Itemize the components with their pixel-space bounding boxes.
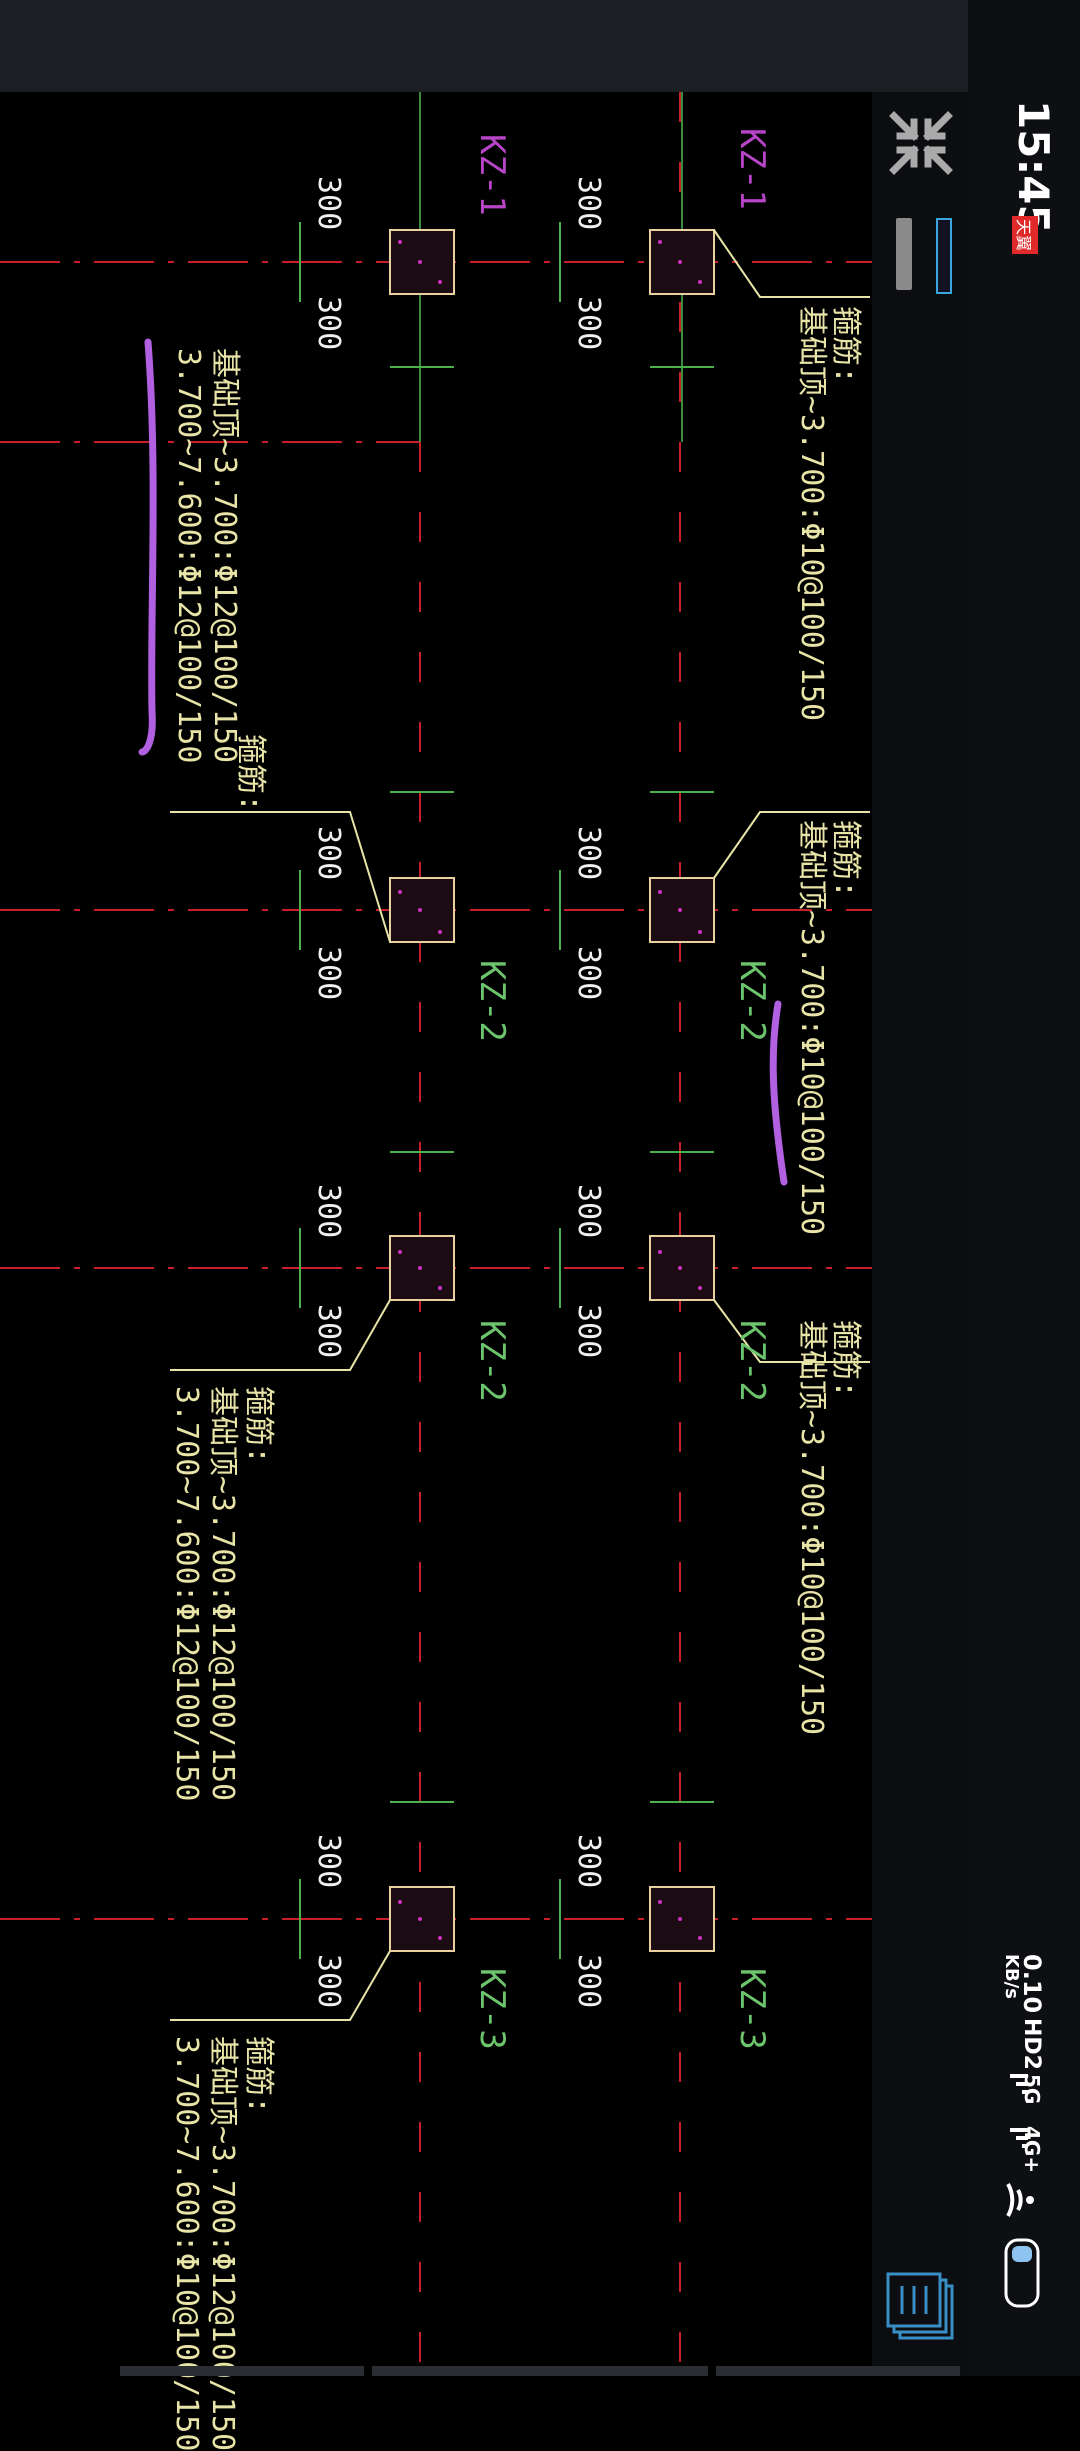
dimension-lines xyxy=(299,222,714,1959)
collapse-arrows-icon xyxy=(889,111,953,175)
column-label-kz2: KZ-2 xyxy=(472,960,512,1042)
toggle-bar-blue xyxy=(936,218,952,294)
signal-bars-icon xyxy=(1010,2074,1028,2148)
stirrup-title: 箍筋: xyxy=(241,1386,276,1465)
dimension-text: 300 xyxy=(311,1304,346,1359)
column-label-kz1: KZ-1 xyxy=(472,134,512,216)
stirrup-title: 箍筋: xyxy=(241,2036,276,2115)
battery-icon xyxy=(1004,2238,1040,2308)
column-label-kz2: KZ-2 xyxy=(732,960,772,1042)
status-bar xyxy=(968,0,1080,2376)
highlighter-strokes xyxy=(138,338,788,1186)
rebar-dots xyxy=(398,240,702,1940)
stirrup-note: 箍筋: 基础顶~3.700:Φ10@100/150 xyxy=(794,306,863,722)
dimension-text: 300 xyxy=(571,946,606,1001)
stirrup-line: 3.700~7.600:Φ12@100/150 xyxy=(169,1386,204,1802)
top-band xyxy=(0,0,968,92)
stirrup-line: 3.700~7.600:Φ12@100/150 xyxy=(171,348,206,764)
toggle-bar-gray xyxy=(896,218,912,290)
column-box xyxy=(649,877,715,943)
dimension-text: 300 xyxy=(311,1184,346,1239)
clock: 15:45 xyxy=(1009,100,1058,234)
nav-bar-segment[interactable] xyxy=(120,2366,364,2376)
dimension-text: 300 xyxy=(571,826,606,881)
axis-lines xyxy=(0,261,872,1920)
stirrup-title: 箍筋: xyxy=(233,734,268,813)
dimension-text: 300 xyxy=(571,176,606,231)
column-group xyxy=(389,229,715,1952)
stirrup-note: 箍筋: 基础顶~3.700:Φ12@100/150 3.700~7.600:Φ1… xyxy=(168,1386,276,1801)
wifi-icon xyxy=(1006,2183,1034,2217)
leader-lines xyxy=(170,229,870,2021)
column-label-kz2: KZ-2 xyxy=(472,1320,512,1402)
layers-button[interactable] xyxy=(886,2272,958,2344)
stirrup-line: 3.700~7.600:Φ10@100/150 xyxy=(169,2036,204,2451)
stirrup-line: 基础顶~3.700:Φ12@100/150 xyxy=(207,348,242,764)
nav-bar-segment[interactable] xyxy=(716,2366,960,2376)
grid-lines xyxy=(419,92,683,442)
axis-verticals xyxy=(419,92,681,2376)
hd-badge: HD2 xyxy=(1019,2018,1044,2070)
carrier-badge: 天翼 xyxy=(1012,216,1038,255)
dimension-text: 300 xyxy=(571,1184,606,1239)
dimension-text: 300 xyxy=(571,296,606,351)
dimension-text: 300 xyxy=(311,176,346,231)
dimension-text: 300 xyxy=(571,1304,606,1359)
stirrup-line: 基础顶~3.700:Φ10@100/150 xyxy=(794,306,829,722)
dimension-text: 300 xyxy=(571,1834,606,1889)
dimension-text: 300 xyxy=(311,826,346,881)
nav-bar-segment[interactable] xyxy=(372,2366,708,2376)
dimension-text: 300 xyxy=(311,296,346,351)
column-label-kz3: KZ-3 xyxy=(732,1968,772,2050)
stirrup-title: 箍筋: xyxy=(828,1320,863,1399)
stirrup-line: 基础顶~3.700:Φ12@100/150 xyxy=(205,2036,240,2451)
dimension-text: 300 xyxy=(311,946,346,1001)
net-speed-unit: KB/s xyxy=(1001,1954,1022,1999)
collapse-button[interactable] xyxy=(888,110,954,176)
dimension-text: 300 xyxy=(571,1954,606,2009)
stirrup-title: 箍筋: xyxy=(828,306,863,385)
stirrup-note: 基础顶~3.700:Φ12@100/150 3.700~7.600:Φ12@10… xyxy=(170,348,242,763)
stirrup-note: 箍筋: 基础顶~3.700:Φ12@100/150 3.700~7.600:Φ1… xyxy=(168,2036,276,2451)
stirrup-line: 基础顶~3.700:Φ12@100/150 xyxy=(205,1386,240,1802)
dimension-text: 300 xyxy=(311,1954,346,2009)
panel-toggle-button[interactable] xyxy=(896,218,956,294)
stirrup-line: 基础顶~3.700:Φ10@100/150 xyxy=(794,820,829,1236)
stirrup-note: 箍筋: 基础顶~3.700:Φ10@100/150 xyxy=(794,1320,863,1736)
dimension-text: 300 xyxy=(311,1834,346,1889)
cad-side-panel xyxy=(872,92,968,2376)
stirrup-line: 基础顶~3.700:Φ10@100/150 xyxy=(794,1320,829,1736)
net-speed: 0.10 xyxy=(1018,1954,1046,2014)
stirrup-title: 箍筋: xyxy=(828,820,863,899)
column-label-kz2: KZ-2 xyxy=(732,1320,772,1402)
column-label-kz3: KZ-3 xyxy=(472,1968,512,2050)
stirrup-note: 箍筋: 基础顶~3.700:Φ10@100/150 xyxy=(794,820,863,1236)
layers-icon xyxy=(886,2272,954,2340)
cad-drawing-canvas[interactable] xyxy=(0,92,872,2376)
column-label-kz1: KZ-1 xyxy=(732,128,772,210)
